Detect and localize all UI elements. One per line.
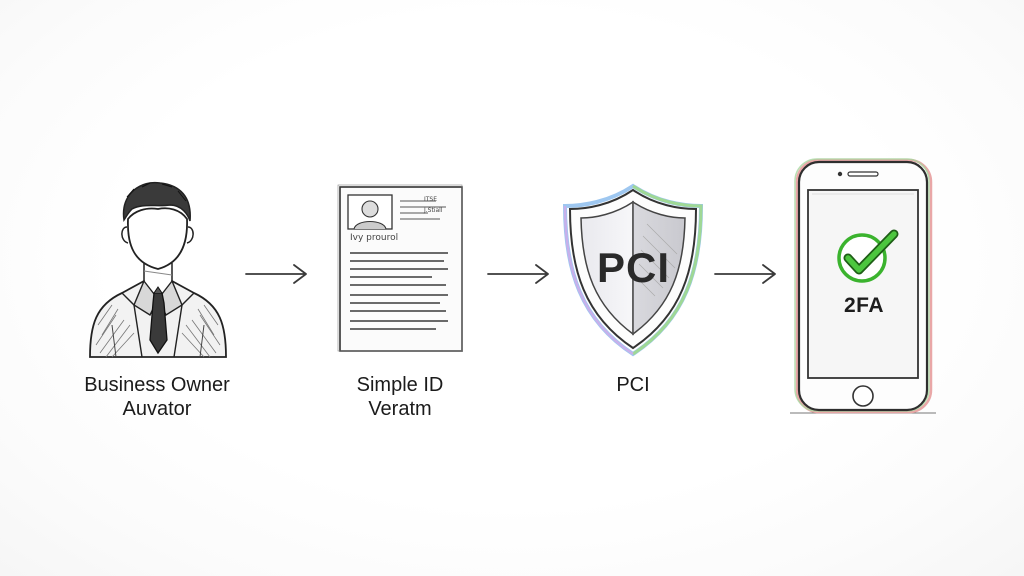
phone-2fa-text: 2FA — [844, 294, 885, 317]
smartphone-2fa: 2FA — [790, 156, 936, 418]
smartphone-icon — [790, 158, 936, 414]
shield-pci-text: PCI — [597, 244, 671, 291]
arrow-right-icon — [714, 264, 776, 284]
pci-shield: PCI — [557, 180, 709, 360]
person-sketch-icon — [89, 181, 227, 358]
business-owner-label-line1: Business Owner — [84, 374, 230, 396]
id-doc-small-1: ITSE — [424, 196, 438, 203]
business-owner-figure — [72, 175, 242, 360]
pci-label-line1: PCI — [616, 374, 650, 396]
business-owner-label-line2: Auvator — [122, 398, 192, 420]
id-document: Ivy prourol ITSE J.Stiall — [336, 183, 466, 355]
simple-id-label: Simple ID Veratm — [310, 373, 490, 421]
id-doc-small-2: J.Stiall — [424, 207, 443, 214]
shield-icon — [562, 183, 704, 357]
id-doc-heading: Ivy prourol — [350, 233, 399, 243]
simple-id-label-line1: Simple ID — [356, 374, 444, 396]
arrow-right-icon — [245, 264, 307, 284]
id-document-icon — [337, 184, 463, 352]
simple-id-label-line2: Veratm — [368, 398, 432, 420]
business-owner-label: Business Owner Auvator — [62, 373, 252, 421]
checkmark-icon — [837, 229, 899, 283]
arrow-right-icon — [487, 264, 549, 284]
pci-label: PCI — [573, 373, 693, 397]
